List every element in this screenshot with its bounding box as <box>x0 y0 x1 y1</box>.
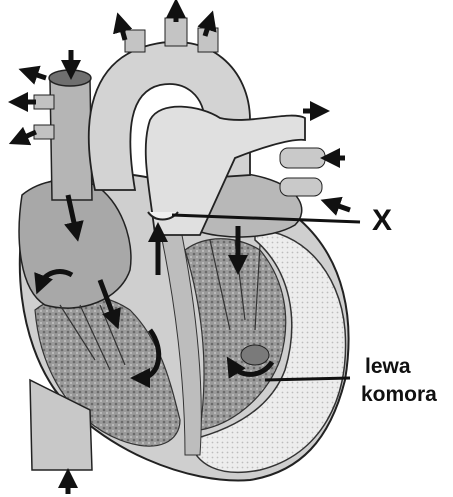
aortic-branch <box>125 30 145 52</box>
papillary-muscle <box>241 345 269 365</box>
vena-cava-branch <box>34 95 54 109</box>
pulmonary-vein <box>280 148 325 168</box>
vena-cava-opening <box>49 70 91 86</box>
label-left-ventricle-line1: lewa <box>365 355 411 379</box>
pulmonary-vein <box>280 178 322 196</box>
label-x: X <box>372 204 392 238</box>
superior-vena-cava <box>50 80 92 200</box>
vena-cava-branch <box>34 125 54 139</box>
label-left-ventricle-line2: komora <box>361 383 437 407</box>
aortic-branch <box>165 18 187 46</box>
leader-line-left-ventricle <box>265 378 350 380</box>
